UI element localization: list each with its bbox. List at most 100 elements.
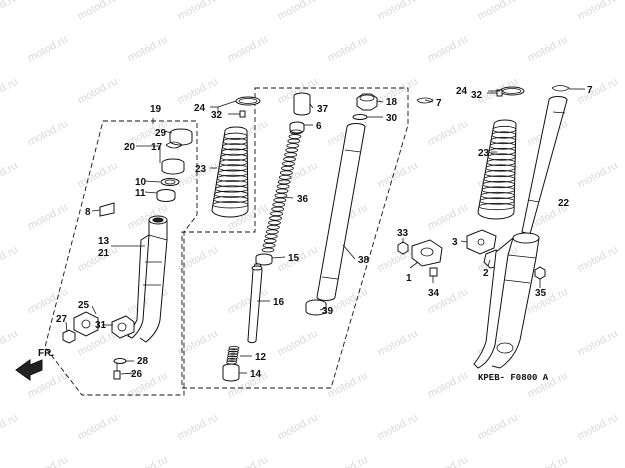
watermark-text: motod.ru [576, 160, 620, 191]
callout-38: 38 [358, 255, 370, 266]
part-damper-rod-16 [247, 263, 263, 344]
callout-19: 19 [150, 104, 162, 115]
part-boot-band-24-right [499, 86, 525, 96]
watermark-text: motod.ru [0, 76, 20, 107]
callout-23-left: 23 [195, 164, 207, 175]
callout-labels: 19 29 17 20 10 11 8 13 21 25 27 31 28 26… [56, 85, 593, 380]
callout-12: 12 [255, 352, 267, 363]
watermark-text: motod.ru [76, 0, 120, 23]
watermark-text: motod.ru [26, 118, 70, 149]
reference-code: KPEB- F0800 A [478, 373, 549, 383]
watermark-text: motod.ru [0, 160, 20, 191]
watermark-text: motod.ru [526, 286, 570, 317]
watermark-text: motod.ru [0, 328, 20, 359]
watermark-text: motod.ru [26, 34, 70, 65]
watermark-text: motod.ru [576, 412, 620, 443]
frame-center-assembly [181, 87, 409, 389]
watermark-text: motod.ru [326, 370, 370, 401]
callout-3: 3 [452, 237, 458, 248]
watermark-text: motod.ru [576, 328, 620, 359]
part-stopper-ring-7-left [416, 97, 434, 104]
watermark-text: motod.ru [26, 454, 70, 468]
part-clamp-1 [411, 239, 443, 267]
watermark-text: motod.ru [526, 454, 570, 468]
part-rebound-spring-12 [226, 345, 240, 365]
part-screw-32-right [487, 89, 503, 97]
callout-39: 39 [322, 306, 334, 317]
watermark-text: motod.ru [0, 412, 20, 443]
watermark-text: motod.ru [376, 412, 420, 443]
callout-7-left: 7 [436, 98, 442, 109]
watermark-text: motod.ru [426, 370, 470, 401]
watermark-text: motod.ru [426, 202, 470, 233]
watermark-text: motod.ru [526, 34, 570, 65]
watermark-text: motod.ru [476, 412, 520, 443]
callout-24-right: 24 [456, 86, 468, 97]
watermark-text: motod.ru [176, 412, 220, 443]
callout-32-left: 32 [211, 110, 223, 121]
part-oil-seal-29 [169, 128, 193, 146]
part-fork-bolt-18 [356, 93, 378, 111]
callout-7-right: 7 [587, 85, 593, 96]
part-reflector-8 [99, 202, 115, 217]
callout-17: 17 [151, 142, 163, 153]
part-backup-ring-10 [160, 178, 180, 186]
part-fork-boot-23-right [477, 119, 517, 220]
part-fork-assembly-22 [473, 96, 568, 369]
frame-left-assembly [44, 120, 198, 396]
part-guide-bushing-11 [156, 189, 176, 202]
callout-11: 11 [135, 188, 146, 199]
part-screw-32 [228, 110, 246, 118]
part-stopper-ring-7-right [551, 85, 570, 92]
part-stopper-ring-17 [165, 141, 183, 149]
part-spacer-37 [293, 92, 311, 116]
callout-27: 27 [56, 314, 68, 325]
callout-18: 18 [386, 97, 398, 108]
callout-30: 30 [386, 113, 398, 124]
watermark-text: motod.ru [426, 454, 470, 468]
watermark-text: motod.ru [476, 0, 520, 23]
direction-label: FR. [38, 348, 54, 359]
watermark-text: motod.ru [276, 328, 320, 359]
part-washer-28 [113, 358, 127, 364]
callout-15: 15 [288, 253, 300, 264]
watermark-text: motod.ru [576, 76, 620, 107]
part-bracket-3 [466, 229, 497, 255]
callout-28: 28 [137, 356, 149, 367]
watermark-text: motod.ru [426, 34, 470, 65]
callout-32-right: 32 [471, 90, 483, 101]
watermark-text: motod.ru [326, 34, 370, 65]
watermark-text: motod.ru [576, 0, 620, 23]
watermark-text: motod.ru [0, 0, 20, 23]
direction-arrow-icon [15, 359, 43, 381]
part-nut-27 [62, 329, 76, 344]
part-fork-slider-13-21 [127, 215, 168, 343]
callout-24-left: 24 [194, 103, 206, 114]
callout-10: 10 [135, 177, 147, 188]
watermark-text: motod.ru [376, 328, 420, 359]
part-fork-pipe-38 [316, 123, 366, 301]
part-axle-holder-31 [111, 315, 135, 339]
watermark-text: motod.ru [76, 160, 120, 191]
callout-26: 26 [131, 369, 143, 380]
part-o-ring-30 [352, 114, 368, 120]
watermark-text: motod.ru [376, 0, 420, 23]
callout-25: 25 [78, 300, 90, 311]
callout-37: 37 [317, 104, 329, 115]
part-bolt-34 [429, 267, 438, 283]
part-holder-25 [73, 311, 99, 337]
watermark-text: motod.ru [176, 76, 220, 107]
watermark-text: motod.ru [326, 454, 370, 468]
callout-16: 16 [273, 297, 285, 308]
leader-lines [65, 88, 585, 375]
watermark-text: motod.ru [226, 454, 270, 468]
part-bolt-26 [113, 363, 121, 380]
callout-13: 13 [98, 236, 110, 247]
callout-1: 1 [406, 273, 412, 284]
watermark-text: motod.ru [76, 76, 120, 107]
watermark-text: motod.ru [26, 286, 70, 317]
callout-33: 33 [397, 228, 409, 239]
callout-34: 34 [428, 288, 440, 299]
watermark-text: motod.ru [0, 244, 20, 275]
